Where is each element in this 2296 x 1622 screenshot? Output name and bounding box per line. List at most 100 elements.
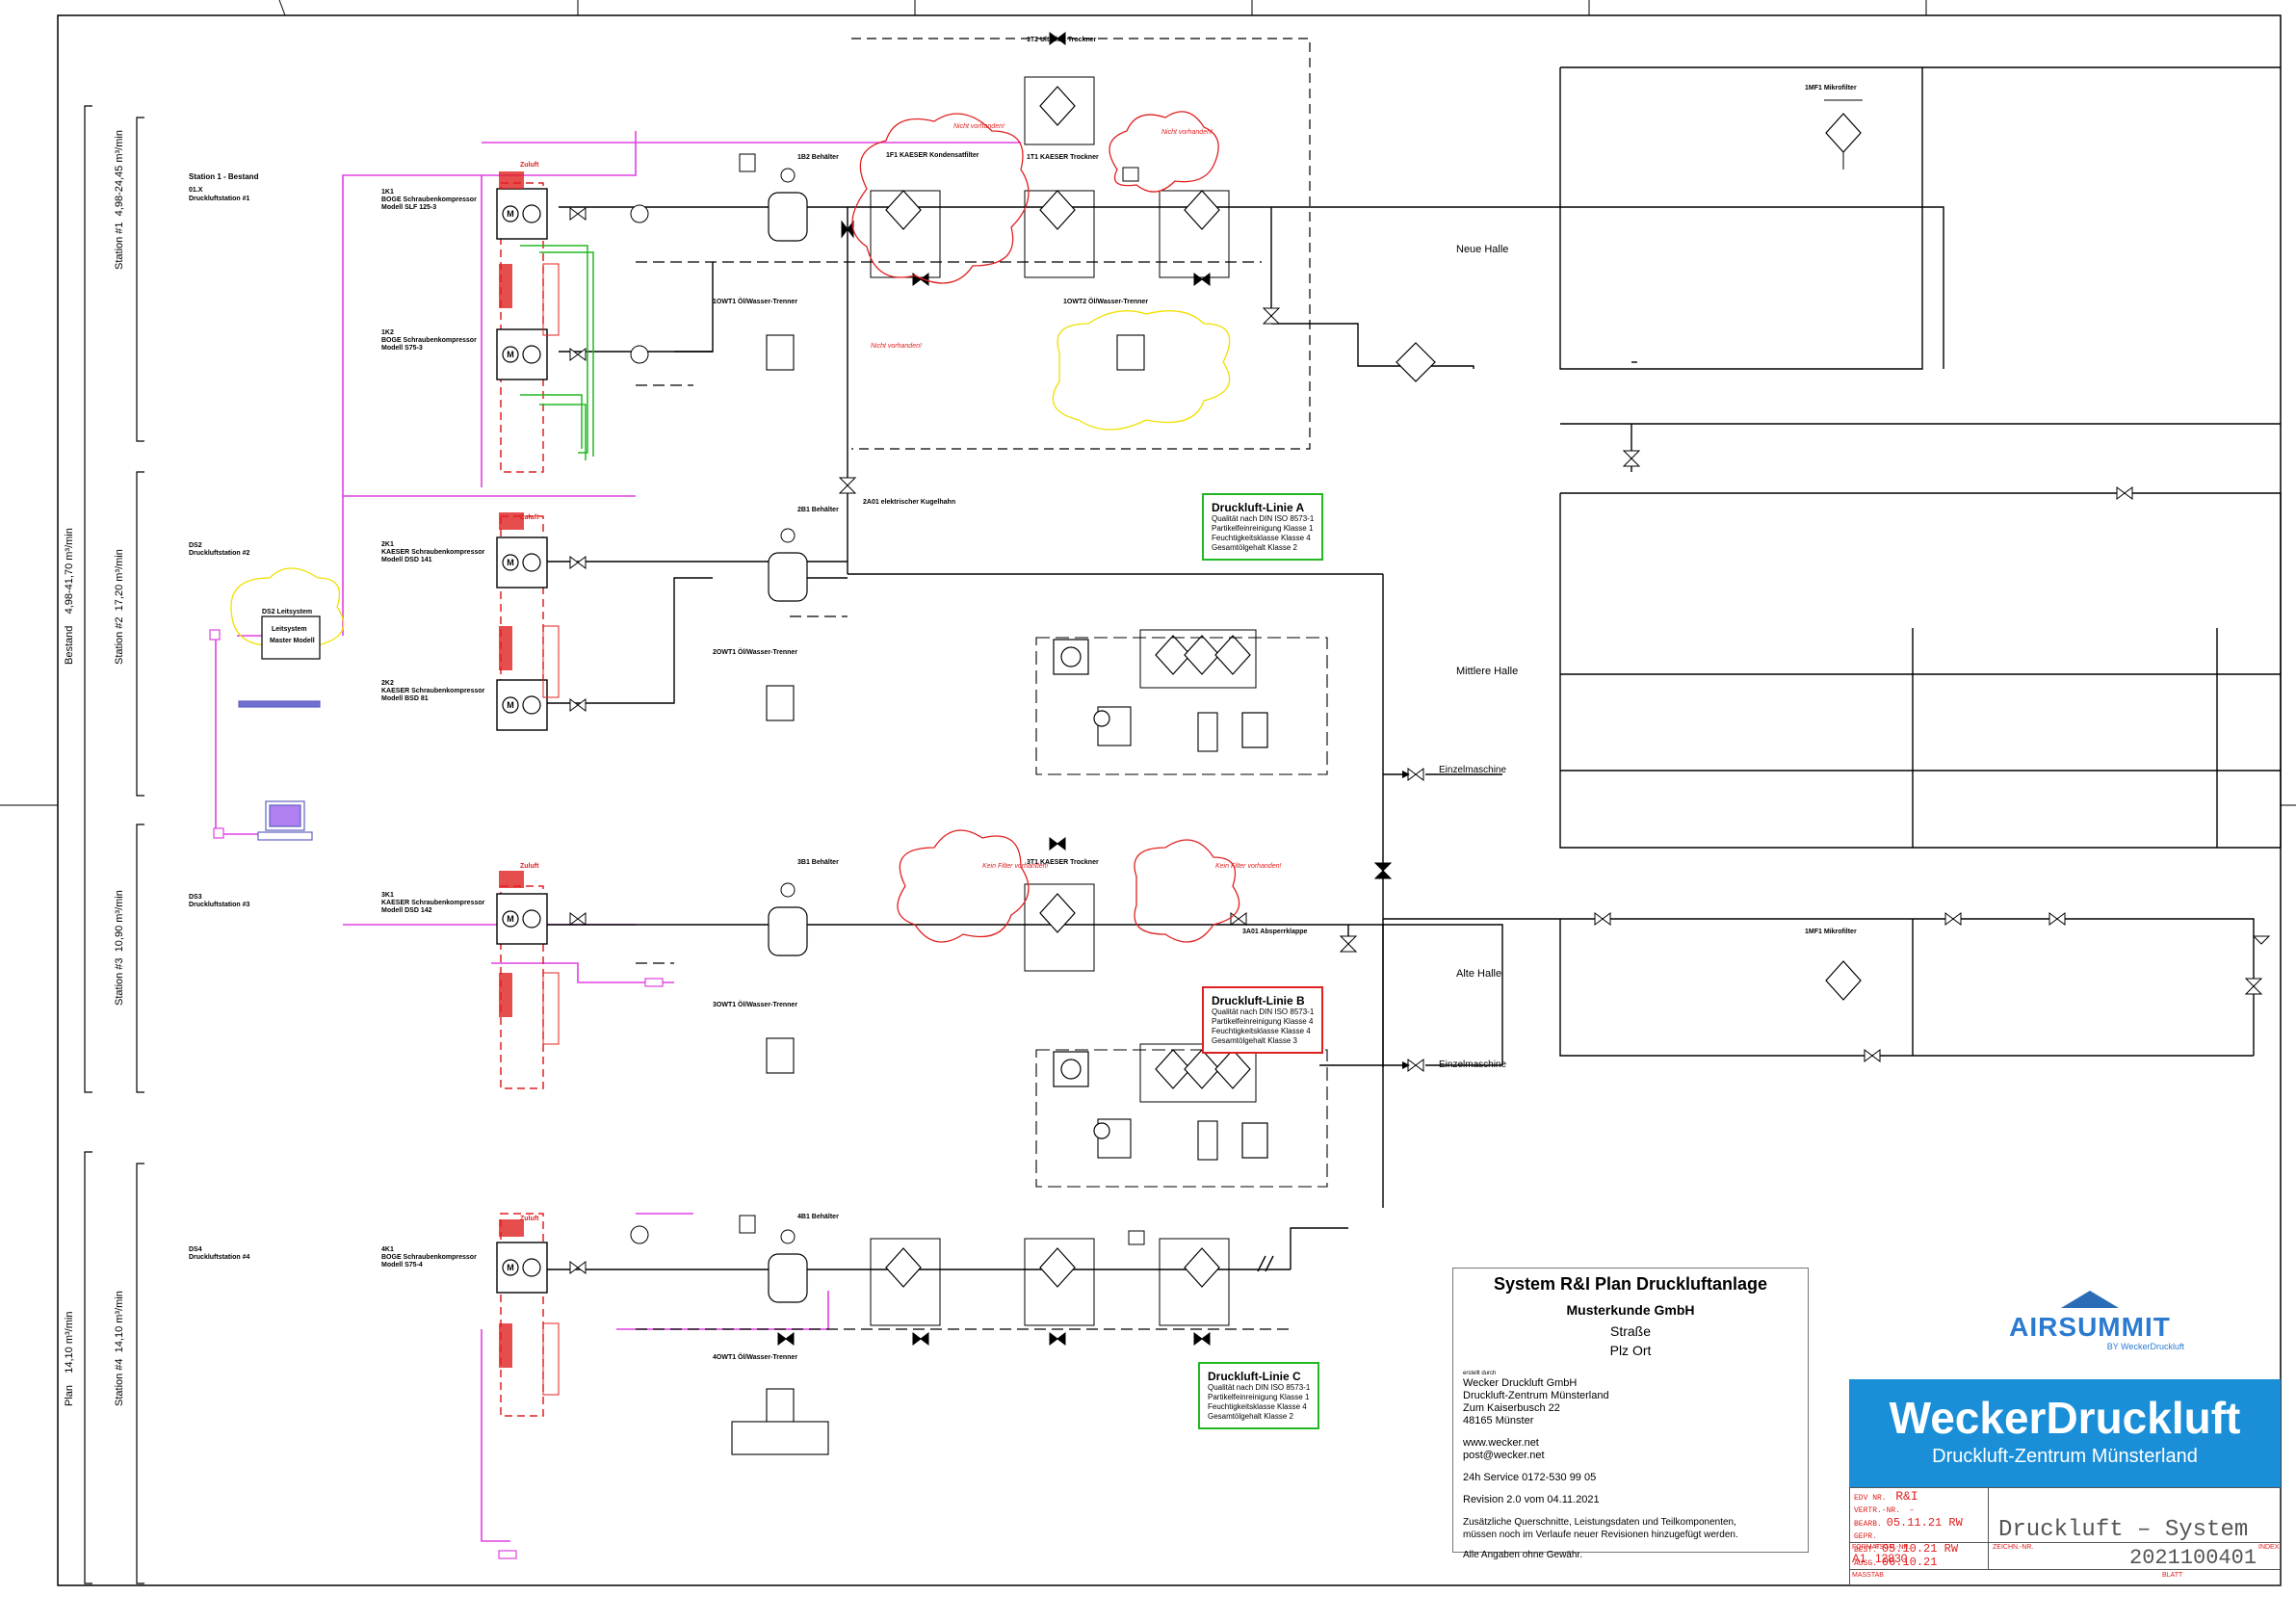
compressor-2k1-desc: KAESER Schraubenkompressor bbox=[381, 549, 485, 556]
owt-2owt1: 2OWT1 Öl/Wasser-Trenner bbox=[713, 649, 798, 656]
receiver-4b1: 4B1 Behälter bbox=[797, 1214, 839, 1220]
compressor-2k1-model: Modell DSD 141 bbox=[381, 557, 432, 563]
line-a-title: Druckluft-Linie A bbox=[1212, 501, 1305, 514]
svg-text:M: M bbox=[507, 209, 514, 219]
owt-3owt1: 3OWT1 Öl/Wasser-Trenner bbox=[713, 1002, 798, 1008]
single-machine-2: Einzelmaschine bbox=[1439, 1060, 1507, 1070]
zeichn-label: ZEICHN.-NR. bbox=[1993, 1544, 2034, 1551]
receiver-2b1: 2B1 Behälter bbox=[797, 507, 839, 513]
compressor-2k2-desc: KAESER Schraubenkompressor bbox=[381, 688, 485, 694]
owt-4owt1: 4OWT1 Öl/Wasser-Trenner bbox=[713, 1354, 798, 1361]
zuluft-label-4: Zuluft bbox=[520, 1216, 539, 1222]
station-1-sub: 01.X bbox=[189, 187, 203, 194]
svg-text:M: M bbox=[507, 558, 514, 567]
line-b-row: Qualität nach DIN ISO 8573-1 bbox=[1212, 1007, 1315, 1016]
cloud-label-2: Kein Filter vorhanden! bbox=[982, 863, 1049, 870]
format-label: FORMAT bbox=[1852, 1544, 1881, 1551]
cloud-label-4: Nicht vorhanden! bbox=[1161, 129, 1213, 136]
customer-city: Plz Ort bbox=[1609, 1343, 1652, 1358]
hall-mittlere: Mittlere Halle bbox=[1456, 666, 1519, 677]
drawing-title: System R&I Plan Druckluftanlage bbox=[1493, 1274, 1768, 1294]
best-label: BEST. bbox=[1854, 1546, 1878, 1555]
control-box-label: Leitsystem bbox=[272, 626, 307, 633]
compressor-3k1-model: Modell DSD 142 bbox=[381, 907, 432, 914]
cloud-label-1: Nicht vorhanden! bbox=[953, 123, 1004, 130]
group-bestand-label: Bestand 4,98-41,70 m³/min bbox=[64, 528, 75, 665]
line-a-row: Qualität nach DIN ISO 8573-1 bbox=[1212, 514, 1315, 523]
fsgm-label: FSGM.-NR. bbox=[1875, 1544, 1911, 1551]
line-c-legend: Druckluft-Linie C Qualität nach DIN ISO … bbox=[1198, 1362, 1320, 1429]
dryer-1t1: 1T1 KAESER Trockner bbox=[1027, 154, 1099, 161]
bearb-label: BEARB. bbox=[1854, 1520, 1882, 1529]
line-c-row: Qualität nach DIN ISO 8573-1 bbox=[1208, 1383, 1311, 1392]
company-mail: post@wecker.net bbox=[1463, 1450, 1545, 1461]
hall-alte: Alte Halle bbox=[1456, 968, 1502, 980]
compressor-1k2-model: Modell S75-3 bbox=[381, 345, 423, 352]
compressor-4k1-id: 4K1 bbox=[381, 1246, 394, 1253]
ds4-id: DS4 bbox=[189, 1246, 202, 1253]
company-web: www.wecker.net bbox=[1463, 1437, 1539, 1449]
gepr-label: GEPR. bbox=[1854, 1532, 1878, 1541]
ds2-name: Druckluftstation #2 bbox=[189, 550, 250, 557]
compressor-4k1-desc: BOGE Schraubenkompressor bbox=[381, 1254, 477, 1261]
receiver-3b1: 3B1 Behälter bbox=[797, 859, 839, 866]
line-a-row: Gesamtölgehalt Klasse 2 bbox=[1212, 543, 1297, 552]
created-by-label: erstellt durch bbox=[1463, 1371, 1497, 1376]
index-label: INDEX bbox=[2258, 1544, 2280, 1551]
svg-text:M: M bbox=[507, 1263, 514, 1272]
blatt-label: BLATT bbox=[2162, 1572, 2183, 1579]
customer-street: Straße bbox=[1609, 1323, 1651, 1339]
compressor-1k1-desc: BOGE Schraubenkompressor bbox=[381, 196, 477, 203]
service-number: 24h Service 0172-530 99 05 bbox=[1463, 1472, 1597, 1483]
single-machine-1: Einzelmaschine bbox=[1439, 765, 1507, 775]
dryer-1t2: 1T2 Ultraluft Trockner bbox=[1027, 37, 1097, 43]
station-1-title: Station 1 - Bestand bbox=[189, 172, 259, 181]
receiver-1b2: 1B2 Behälter bbox=[797, 154, 839, 161]
ds4-name: Druckluftstation #4 bbox=[189, 1254, 250, 1261]
compressor-2k2-id: 2K2 bbox=[381, 680, 394, 687]
bearb-value: 05.11.21 RW bbox=[1886, 1516, 1963, 1530]
owt-1owt1: 1OWT1 Öl/Wasser-Trenner bbox=[713, 299, 798, 305]
line-a-row: Partikelfeinreinigung Klasse 1 bbox=[1212, 524, 1314, 533]
vertr-label: VERTR.-NR. bbox=[1854, 1506, 1901, 1515]
compressor-4k1-model: Modell S75-4 bbox=[381, 1262, 423, 1269]
compressor-3k1-desc: KAESER Schraubenkompressor bbox=[381, 900, 485, 906]
line-c-title: Druckluft-Linie C bbox=[1208, 1370, 1301, 1383]
line-b-row: Gesamtölgehalt Klasse 3 bbox=[1212, 1036, 1297, 1045]
zuluft-label-2: Zuluft bbox=[520, 514, 539, 521]
line-b-row: Feuchtigkeitsklasse Klasse 4 bbox=[1212, 1027, 1311, 1035]
owt-1owt2: 1OWT2 Öl/Wasser-Trenner bbox=[1063, 299, 1149, 305]
format-value: A1 bbox=[1852, 1552, 1866, 1565]
line-b-legend: Druckluft-Linie B Qualität nach DIN ISO … bbox=[1202, 986, 1324, 1054]
fsgm-value: 12830 bbox=[1875, 1552, 1908, 1565]
drawing-name: Druckluft – System bbox=[1998, 1517, 2249, 1543]
company-sub: Druckluft-Zentrum Münsterland bbox=[1463, 1390, 1609, 1401]
title-block: System R&I Plan Druckluftanlage Musterku… bbox=[1452, 1268, 1809, 1560]
note-2: müssen noch im Verlaufe neuer Revisionen… bbox=[1463, 1530, 1738, 1540]
microfilter-hall-neue: 1MF1 Mikrofilter bbox=[1805, 85, 1857, 92]
wecker-wordmark: WeckerDruckluft bbox=[1889, 1393, 2241, 1443]
control-system-title: DS2 Leitsystem bbox=[262, 609, 313, 615]
compressor-1k1-id: 1K1 bbox=[381, 189, 394, 196]
airsummit-logo: AIRSUMMIT BY WeckerDruckluft bbox=[1984, 1291, 2196, 1351]
wecker-banner: WeckerDruckluft Druckluft-Zentrum Münste… bbox=[1849, 1379, 2281, 1487]
vertr-value: – bbox=[1909, 1506, 1915, 1515]
hall-neue: Neue Halle bbox=[1456, 244, 1509, 255]
note-3: Alle Angaben ohne Gewähr. bbox=[1463, 1550, 1582, 1560]
wecker-sub: Druckluft-Zentrum Münsterland bbox=[1932, 1446, 2198, 1467]
line-c-row: Partikelfeinreinigung Klasse 1 bbox=[1208, 1393, 1310, 1401]
edv-label: EDV NR. bbox=[1854, 1494, 1887, 1503]
filter-1f1: 1F1 KAESER Kondensatfilter bbox=[886, 152, 979, 159]
compressor-1k2-id: 1K2 bbox=[381, 329, 394, 336]
dryer-3t1: 3T1 KAESER Trockner bbox=[1027, 859, 1099, 866]
line-c-row: Feuchtigkeitsklasse Klasse 4 bbox=[1208, 1402, 1307, 1411]
drawing-name-cell: Druckluft – System bbox=[1989, 1488, 2280, 1569]
ausg-value: 06.10.21 bbox=[1881, 1556, 1938, 1569]
ds3-name: Druckluftstation #3 bbox=[189, 902, 250, 908]
ball-valve-2a01: 2A01 elektrischer Kugelhahn bbox=[863, 499, 956, 506]
line-a-legend: Druckluft-Linie A Qualität nach DIN ISO … bbox=[1202, 493, 1324, 561]
group-plan-label: Plan 14,10 m³/min bbox=[64, 1311, 75, 1406]
revision: Revision 2.0 vom 04.11.2021 bbox=[1463, 1494, 1600, 1505]
cloud-label-5: Nicht vorhanden! bbox=[871, 343, 922, 350]
